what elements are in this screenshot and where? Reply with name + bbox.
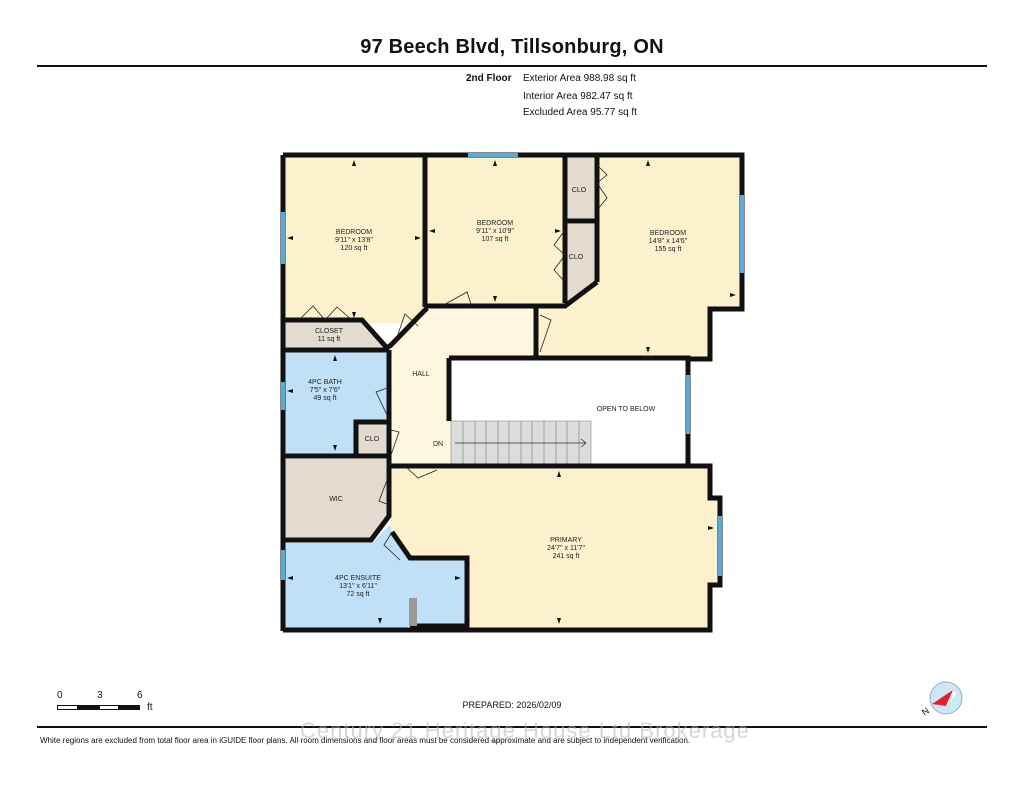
ensuite-name: 4PC ENSUITE: [335, 575, 381, 582]
closet-area: 11 sq ft: [318, 336, 340, 343]
wic-label: WIC: [329, 496, 343, 503]
bedroom-2-dims: 9'11" x 10'9": [476, 228, 514, 235]
bedroom-1-name: BEDROOM: [336, 229, 372, 236]
wic-fill: [285, 459, 387, 538]
bedroom-1-dims: 9'11" x 13'8": [335, 237, 373, 244]
primary-area: 241 sq ft: [553, 553, 580, 560]
primary-fill: [391, 469, 718, 628]
ensuite-area: 72 sq ft: [347, 591, 370, 598]
ensuite-dims: 13'1" x 6'11": [339, 583, 377, 590]
scale-unit: ft: [147, 702, 153, 713]
watermark: Century 21 Heritage House Ltd Brokerage: [300, 718, 750, 743]
bedroom-1-area: 120 sq ft: [341, 245, 368, 252]
stairs: [450, 420, 592, 465]
clo-1-fill: [567, 157, 595, 219]
bedroom-3-dims: 14'8" x 14'6": [649, 238, 688, 245]
page-title: 97 Beech Blvd, Tillsonburg, ON: [360, 36, 664, 58]
open-to-below-label: OPEN TO BELOW: [597, 406, 656, 413]
bedroom-1-fill: [285, 157, 423, 323]
bedroom-2-fill: [427, 157, 565, 305]
closet-fill: [285, 322, 383, 348]
compass-icon: N: [920, 681, 963, 717]
clo-3-fill: [358, 424, 386, 454]
primary-name: PRIMARY: [550, 537, 582, 544]
header-divider: [37, 65, 987, 67]
room-fills: [285, 157, 740, 628]
bedroom-2-area: 107 sq ft: [482, 236, 509, 243]
windows: [281, 153, 744, 580]
bath-name: 4PC BATH: [308, 379, 342, 386]
doors: [298, 164, 608, 561]
closet-name: CLOSET: [315, 328, 344, 335]
compass-north-label: N: [920, 705, 931, 717]
hall-fill: [391, 308, 536, 464]
ensuite-fill: [285, 525, 465, 628]
exterior-area: Exterior Area 988.98 sq ft: [523, 73, 636, 84]
prepared-date: PREPARED: 2026/02/09: [462, 700, 562, 710]
ensuite-fixture: [409, 598, 417, 626]
hall-label: HALL: [412, 371, 430, 378]
primary-dims: 24'7" x 11'7": [547, 545, 585, 552]
bedroom-3-area: 155 sq ft: [655, 246, 682, 253]
scale-tick-0: 0: [57, 690, 63, 701]
disclaimer: White regions are excluded from total fl…: [40, 736, 691, 745]
footer-divider: [37, 726, 987, 728]
bedroom-3-fill: [538, 157, 740, 357]
bath-area: 49 sq ft: [314, 395, 337, 402]
excluded-area: Excluded Area 95.77 sq ft: [523, 107, 637, 118]
interior-area: Interior Area 982.47 sq ft: [523, 91, 633, 102]
bedroom-3-name: BEDROOM: [650, 230, 686, 237]
bedroom-2-name: BEDROOM: [477, 220, 513, 227]
dimension-markers: [287, 160, 736, 624]
floor-label: 2nd Floor: [466, 73, 512, 84]
clo-1-label: CLO: [572, 187, 587, 194]
room-labels: BEDROOM 9'11" x 13'8" 120 sq ft BEDROOM …: [308, 187, 688, 598]
clo-2-label: CLO: [569, 254, 584, 261]
scale-tick-6: 6: [137, 690, 143, 701]
dn-label: DN: [433, 441, 443, 448]
bath-dims: 7'5" x 7'6": [310, 387, 341, 394]
clo-2-fill: [567, 224, 595, 300]
clo-3-label: CLO: [365, 436, 380, 443]
scale-tick-3: 3: [97, 690, 103, 701]
